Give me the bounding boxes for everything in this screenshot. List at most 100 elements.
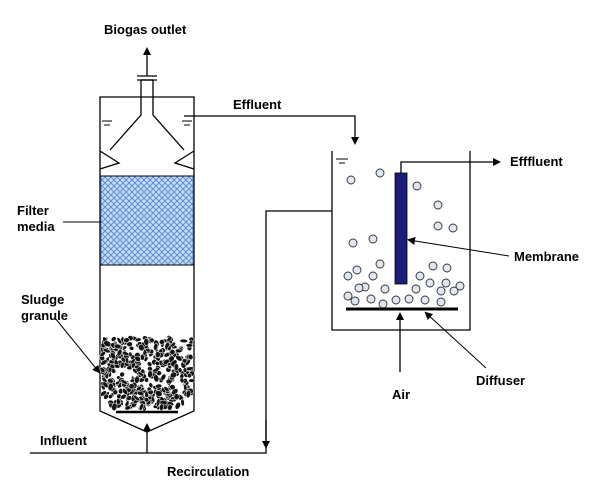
sludge-granule bbox=[146, 361, 153, 367]
sludge-granule bbox=[134, 375, 140, 384]
sludge-granule bbox=[120, 361, 125, 369]
air-bubble bbox=[442, 263, 452, 273]
sludge-granule bbox=[153, 342, 159, 351]
sludge-granule bbox=[153, 374, 160, 383]
air-bubble bbox=[428, 261, 438, 271]
sludge-granule bbox=[182, 358, 188, 364]
sludge-granule bbox=[179, 338, 189, 343]
biogas-pipe bbox=[137, 47, 157, 81]
air-bubble bbox=[380, 284, 390, 294]
air-bubble bbox=[411, 284, 421, 294]
sludge-granule bbox=[113, 364, 121, 369]
sludge-granule bbox=[160, 373, 167, 381]
air-bubble bbox=[436, 297, 446, 307]
sludge-granule bbox=[122, 351, 130, 356]
sludge-granule bbox=[154, 390, 163, 397]
tank-wall bbox=[331, 151, 471, 331]
left-baffle bbox=[99, 150, 121, 170]
sludge-granule bbox=[102, 381, 109, 388]
air-bubble bbox=[352, 265, 362, 275]
membrane-module bbox=[394, 172, 408, 285]
sludge-granule bbox=[134, 355, 141, 362]
sludge-granule bbox=[187, 354, 194, 360]
sludge-granule bbox=[147, 366, 153, 372]
sludge-granule bbox=[187, 372, 192, 379]
membrane-callout bbox=[407, 236, 510, 257]
sludge-granule bbox=[100, 359, 108, 366]
air-bubble bbox=[348, 238, 358, 248]
air-bubble bbox=[455, 281, 465, 291]
sludge-granule bbox=[145, 348, 151, 353]
sludge-granule bbox=[154, 361, 160, 366]
reactor-column bbox=[99, 47, 196, 433]
air-bubble bbox=[433, 200, 443, 210]
sludge-granule bbox=[116, 398, 121, 405]
sludge-granule bbox=[174, 348, 183, 353]
label-biogas-outlet: Biogas outlet bbox=[104, 22, 187, 37]
sludge-granule bbox=[99, 351, 106, 357]
sludge-granule bbox=[173, 363, 179, 371]
air-bubble bbox=[436, 286, 446, 296]
sludge-granule bbox=[116, 349, 123, 357]
sludge-granule bbox=[188, 378, 196, 383]
sludge-granule bbox=[137, 371, 145, 377]
sludge-granule bbox=[159, 339, 165, 345]
sludge-granule bbox=[133, 395, 141, 402]
sludge-granule bbox=[185, 366, 194, 371]
sludge-granule bbox=[108, 394, 113, 399]
effluent-pipe bbox=[184, 115, 359, 145]
sludge-granule bbox=[138, 344, 145, 352]
air-bubble bbox=[375, 259, 385, 269]
air-bubble bbox=[420, 295, 430, 305]
air-bubble bbox=[350, 296, 360, 306]
sludge-granule bbox=[180, 398, 185, 407]
air-bubble bbox=[412, 181, 422, 191]
label-effluent-top: Effluent bbox=[233, 97, 282, 112]
sludge-granule bbox=[156, 398, 161, 407]
air-bubble bbox=[391, 295, 401, 305]
sludge-granule bbox=[122, 388, 128, 395]
sludge-granule bbox=[163, 386, 170, 392]
air-bubble bbox=[368, 234, 378, 244]
membrane-tank bbox=[331, 151, 471, 331]
sludge-granule bbox=[154, 383, 163, 389]
sludge-granule bbox=[128, 346, 135, 351]
sludge-granule bbox=[152, 367, 160, 373]
air-bubble bbox=[346, 175, 356, 185]
sludge-granule bbox=[111, 402, 118, 411]
air-bubble bbox=[404, 294, 414, 304]
sludge-granule bbox=[107, 366, 113, 373]
air-bubble bbox=[366, 294, 376, 304]
sludge-granule bbox=[140, 353, 145, 361]
sludge-granule bbox=[166, 336, 172, 342]
filter-media-block bbox=[100, 175, 194, 266]
sludge-granule bbox=[136, 385, 143, 391]
sludge-granule bbox=[147, 389, 154, 395]
label-air: Air bbox=[392, 387, 411, 402]
sludge-callout bbox=[54, 317, 101, 374]
sludge-granule bbox=[167, 345, 172, 351]
label-sludge-granule-2: granule bbox=[21, 308, 68, 323]
sludge-granule bbox=[112, 389, 119, 396]
sludge-granule bbox=[173, 393, 180, 401]
air-bubble bbox=[343, 291, 353, 301]
air-bubble bbox=[449, 286, 459, 296]
label-sludge-granule-1: Sludge bbox=[21, 292, 65, 307]
sludge-granule bbox=[132, 368, 138, 374]
air-bubble bbox=[375, 168, 385, 178]
sludge-granule bbox=[134, 337, 142, 342]
sludge-granule bbox=[170, 371, 177, 379]
air-bubbles bbox=[343, 168, 465, 309]
air-bubble bbox=[343, 271, 353, 281]
sludge-granule bbox=[107, 378, 114, 384]
gas-separator-hood bbox=[109, 80, 185, 151]
air-bubble bbox=[368, 271, 378, 281]
recirculation-pipe bbox=[147, 210, 332, 454]
sludge-granule bbox=[129, 378, 135, 383]
label-diffuser: Diffuser bbox=[476, 373, 526, 388]
sludge-granule bbox=[147, 370, 153, 379]
sludge-granule bbox=[110, 352, 116, 360]
sludge-granule bbox=[159, 403, 164, 411]
sludge-granule bbox=[110, 336, 117, 342]
air-bubble bbox=[415, 271, 425, 281]
